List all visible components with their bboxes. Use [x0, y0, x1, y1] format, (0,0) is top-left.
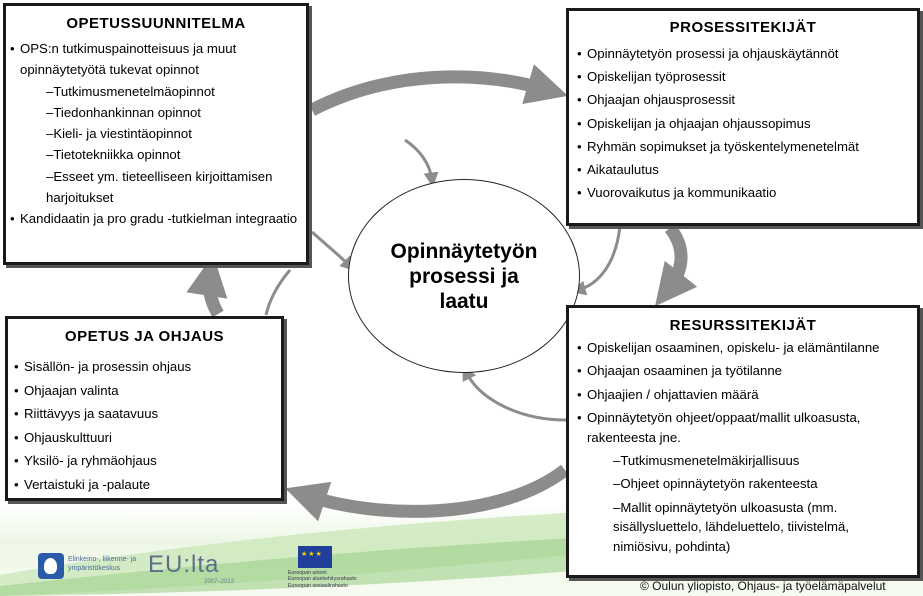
list-item: Ohjaajan osaaminen ja työtilanne	[577, 361, 909, 381]
list-item: Yksilö- ja ryhmäohjaus	[14, 449, 281, 473]
ely-logo-icon	[38, 553, 64, 579]
eulta-logo-text: EU:lta	[148, 551, 220, 578]
list-item: Opiskelijan osaaminen, opiskelu- ja eläm…	[577, 338, 909, 358]
resurssitekijat-list: Opiskelijan osaaminen, opiskelu- ja eläm…	[569, 338, 917, 556]
list-subitem: –Ohjeet opinnäytetyön rakenteesta	[613, 476, 818, 492]
eu-logo: Euroopan unioni Euroopan aluekehitysraha…	[286, 546, 357, 591]
list-item: Ohjaajan ohjausprosessit	[577, 88, 917, 111]
list-item: OPS:n tutkimuspainotteisuus ja muut opin…	[10, 38, 298, 81]
list-item: Opiskelijan ja ohjaajan ohjaussopimus	[577, 112, 917, 135]
arrow-thin-resurssi-to-center	[462, 365, 567, 422]
opetus-ja-ohjaus-box: OPETUS JA OHJAUS Sisällön- ja prosessin …	[5, 316, 284, 501]
resurssitekijat-title: RESURSSITEKIJÄT	[669, 317, 817, 334]
list-subitem: –Tiedonhankinnan opinnot	[46, 104, 201, 120]
eu-logo-text: Euroopan unioni Euroopan aluekehitysraha…	[288, 570, 357, 589]
arrow-thin-prosessi-to-center	[570, 225, 622, 296]
list-subitem: –Tietotekniikka opinnot	[46, 147, 181, 163]
arrow-thin-top-to-center	[404, 138, 439, 188]
arrow-thin-opetussuunnitelma-to-center	[311, 230, 356, 272]
list-item: Ohjaajien / ohjattavien määrä	[577, 385, 909, 405]
list-subitem: –Tutkimusmenetelmäopinnot	[46, 83, 215, 99]
list-item: Riittävyys ja saatavuus	[14, 402, 281, 426]
arrow-thin-opetus-up	[264, 269, 292, 316]
list-item: Aikataulutus	[577, 158, 917, 181]
list-item: Opiskelijan työprosessit	[577, 65, 917, 88]
prosessitekijat-list: Opinnäytetyön prosessi ja ohjauskäytännö…	[569, 42, 917, 205]
arrow-resurssi-to-opetus	[285, 464, 569, 522]
center-label: Opinnäytetyön prosessi ja laatu	[390, 239, 538, 313]
footer-copyright: © Oulun yliopisto, Ohjaus- ja työelämäpa…	[640, 579, 886, 593]
list-item: Sisällön- ja prosessin ohjaus	[14, 355, 281, 379]
arrow-opetus-to-opetussuunnitelma	[186, 254, 228, 318]
eulta-logo: EU:lta 2007–2013	[148, 551, 234, 585]
list-item: Kandidaatin ja pro gradu -tutkielman int…	[10, 208, 298, 230]
list-subitem: –Tutkimusmenetelmäkirjallisuus	[613, 453, 800, 469]
ely-logo: Elinkeino-, liikenne- ja ympäristökeskus	[38, 547, 136, 587]
list-item: Ohjaajan valinta	[14, 379, 281, 403]
prosessitekijat-box: PROSESSITEKIJÄT Opinnäytetyön prosessi j…	[566, 8, 920, 226]
opetus-ja-ohjaus-list: Sisällön- ja prosessin ohjaus Ohjaajan v…	[8, 355, 281, 497]
list-item: Vertaistuki ja -palaute	[14, 473, 281, 497]
eu-flag-icon	[298, 546, 332, 568]
list-item: Ohjauskulttuuri	[14, 426, 281, 450]
opetussuunnitelma-box: OPETUSSUUNNITELMA OPS:n tutkimuspainotte…	[3, 3, 309, 265]
prosessitekijat-title: PROSESSITEKIJÄT	[669, 19, 817, 36]
list-item: Opinnäytetyön ohjeet/oppaat/mallit ulkoa…	[577, 408, 909, 447]
opetussuunnitelma-title: OPETUSSUUNNITELMA	[66, 15, 246, 32]
opetussuunnitelma-list: OPS:n tutkimuspainotteisuus ja muut opin…	[6, 38, 306, 230]
opetus-ja-ohjaus-title: OPETUS JA OHJAUS	[64, 328, 225, 345]
list-item: Vuorovaikutus ja kommunikaatio	[577, 181, 917, 204]
resurssitekijat-box: RESURSSITEKIJÄT Opiskelijan osaaminen, o…	[566, 305, 920, 578]
list-subitem: –Kieli- ja viestintäopinnot	[46, 126, 192, 142]
list-subitem: –Esseet ym. tieteelliseen kirjoittamisen…	[46, 168, 273, 206]
list-item: Ryhmän sopimukset ja työskentelymenetelm…	[577, 135, 917, 158]
list-item: Opinnäytetyön prosessi ja ohjauskäytännö…	[577, 42, 917, 65]
arrow-opetussuunnitelma-to-prosessi	[309, 64, 568, 116]
center-circle: Opinnäytetyön prosessi ja laatu	[348, 179, 580, 373]
arrow-prosessi-to-resurssi	[655, 223, 698, 307]
ely-logo-text: Elinkeino-, liikenne- ja ympäristökeskus	[68, 556, 137, 572]
eulta-logo-years: 2007–2013	[204, 579, 235, 585]
list-subitem: –Mallit opinnäytetyön ulkoasusta (mm. si…	[613, 499, 850, 554]
